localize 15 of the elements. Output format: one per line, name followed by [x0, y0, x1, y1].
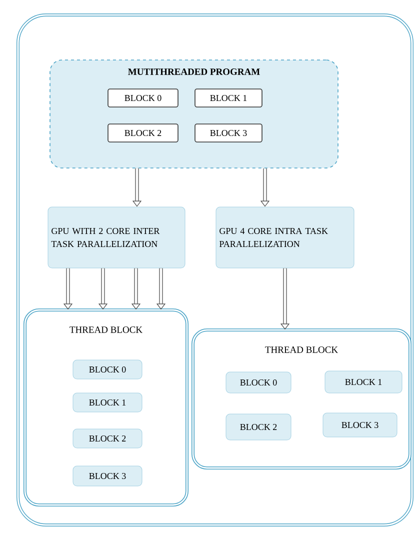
block-box: BLOCK 1	[72, 392, 142, 412]
block-box: BLOCK 0	[108, 88, 178, 108]
block-box: BLOCK 0	[226, 372, 292, 394]
block-box: BLOCK 1	[194, 88, 262, 108]
block-box: BLOCK 2	[72, 428, 142, 448]
outer-frame	[16, 14, 414, 526]
block-box: GPU WITH 2 CORE INTER TASK PARALLELIZATION	[48, 206, 186, 268]
block-box: BLOCK 2	[108, 124, 178, 142]
block-box: BLOCK 3	[72, 466, 142, 486]
block-box: BLOCK 1	[324, 370, 402, 394]
block-box: BLOCK 2	[226, 414, 292, 440]
block-box: GPU 4 CORE INTRA TASK PARALLELIZATION	[216, 206, 354, 268]
block-box: BLOCK 3	[322, 412, 398, 438]
block-box: BLOCK 0	[72, 360, 142, 380]
block-box: BLOCK 3	[194, 124, 262, 142]
